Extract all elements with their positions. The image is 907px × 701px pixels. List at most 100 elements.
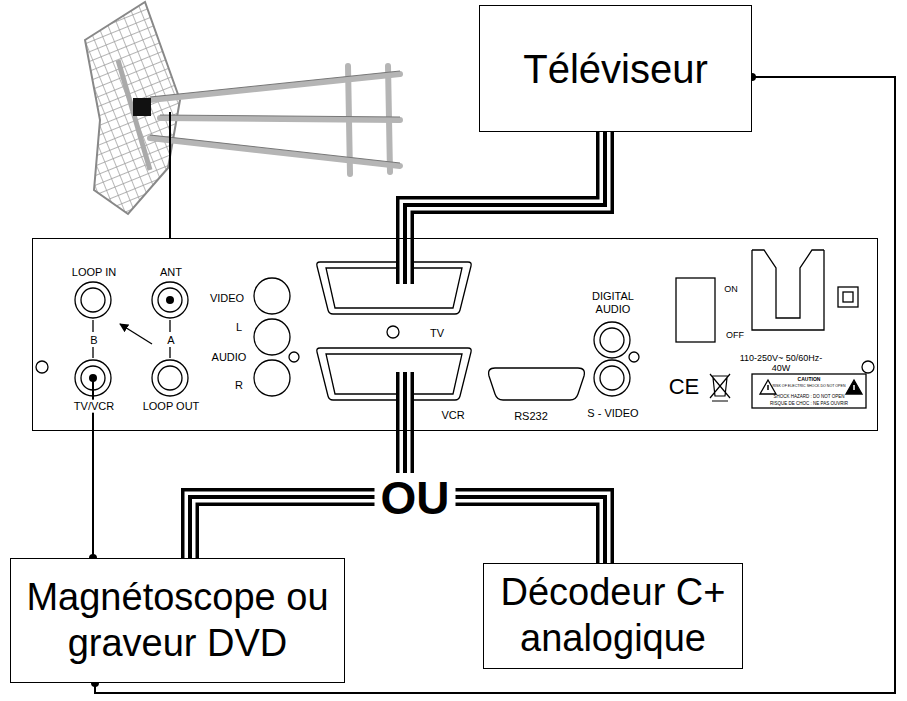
panel-label: ON <box>724 284 738 294</box>
box-text: Téléviseur <box>523 45 708 93</box>
cable-stroke <box>405 132 605 238</box>
panel-label: ANT <box>158 266 184 279</box>
receiver-back-panel-drawing <box>152 282 188 318</box>
receiver-back-panel-drawing <box>594 322 630 358</box>
panel-label: RISK OF ELECTRIC SHOCK DO NOT OPEN <box>772 384 845 388</box>
receiver-back-panel-drawing <box>767 385 769 390</box>
panel-cable-stubs <box>396 238 414 284</box>
receiver-back-panel-drawing <box>838 287 858 307</box>
antenna <box>150 66 400 174</box>
panel-cable-stubs <box>400 238 411 284</box>
receiver-back-panel-drawing <box>254 278 290 314</box>
receiver-back-panel-drawing <box>710 374 730 401</box>
receiver-back-panel-drawing <box>600 366 624 390</box>
panel-label: RISQUE DE CHOC : NE PAS OUVRIR <box>770 401 848 406</box>
scart-cable <box>405 132 605 238</box>
panel-label: B <box>90 334 97 347</box>
or-label: OU <box>375 473 456 523</box>
box-text: Magnétoscope ou graveur DVD <box>19 575 336 666</box>
cable-stroke <box>190 431 405 558</box>
recorder-box: Magnétoscope ou graveur DVD <box>10 558 345 683</box>
receiver-back-panel-drawing <box>629 352 639 362</box>
receiver-back-panel-drawing <box>846 380 862 394</box>
panel-cable-stubs <box>400 372 411 431</box>
antenna <box>85 2 180 214</box>
panel-label: CE <box>669 374 700 399</box>
receiver-back-panel-drawing <box>317 348 471 400</box>
receiver-back-panel-drawing <box>843 292 853 302</box>
panel-label: RS232 <box>514 410 548 423</box>
receiver-back-panel-drawing <box>600 328 624 352</box>
receiver-back-panel-drawing <box>254 319 290 355</box>
panel-cable-stubs <box>89 374 97 382</box>
panel-label: LOOP IN <box>72 266 116 279</box>
receiver-back-panel-drawing <box>92 347 93 358</box>
decoder-box: Décodeur C+ analogique <box>483 563 743 668</box>
receiver-back-panel-drawing <box>158 288 182 312</box>
receiver-back-panel-drawing <box>75 282 111 318</box>
panel-label: DIGITAL AUDIO <box>578 290 648 315</box>
receiver-back-panel-drawing <box>317 262 471 314</box>
receiver-back-panel-drawing <box>387 326 399 338</box>
antenna <box>160 118 400 120</box>
receiver-back-panel: LOOP IN ANT B A TV/VCR LOOP OUT VIDEO L AUDIO R TV… <box>32 238 878 431</box>
receiver-back-panel-drawing <box>36 361 48 373</box>
box-text: Décodeur C+ analogique <box>492 570 734 661</box>
panel-label: 110-250V~ 50/60Hz-40W <box>735 353 827 374</box>
receiver-back-panel-drawing <box>254 360 290 396</box>
panel-label: TV <box>430 327 444 340</box>
tv-box: Téléviseur <box>479 5 752 132</box>
panel-label: TV/VCR <box>72 400 116 413</box>
panel-label: VCR <box>441 409 464 422</box>
receiver-back-panel-drawing <box>853 385 855 390</box>
cable-stroke <box>190 431 405 558</box>
receiver-back-panel-drawing <box>594 360 630 396</box>
panel-label: VIDEO <box>210 292 244 305</box>
antenna <box>150 135 400 163</box>
receiver-back-panel-drawing <box>489 368 585 400</box>
panel-label: A <box>167 334 174 347</box>
antenna <box>150 71 400 97</box>
coax-cable <box>89 431 97 562</box>
panel-cable-stubs <box>403 372 407 431</box>
panel-cable-stubs <box>396 372 414 431</box>
panel-cable-stubs <box>403 238 407 284</box>
panel-label: CAUTION <box>798 377 821 383</box>
antenna <box>160 115 400 117</box>
panel-cable-stubs <box>166 296 174 304</box>
receiver-back-panel-drawing <box>326 354 462 394</box>
receiver-back-panel-drawing <box>752 250 824 330</box>
receiver-back-panel-drawing <box>862 361 874 373</box>
panel-label: LOOP OUT <box>143 400 200 413</box>
panel-cable-stubs <box>89 238 405 431</box>
antenna <box>133 98 151 116</box>
panel-label: S - VIDEO <box>587 407 638 420</box>
cable-stroke <box>405 132 605 238</box>
antenna <box>150 71 400 163</box>
panel-label: SHOCK HAZARD : DO NOT OPEN <box>774 394 845 399</box>
receiver-back-panel-drawing <box>752 374 866 408</box>
panel-label: R <box>235 379 243 392</box>
panel-label: OFF <box>726 330 744 340</box>
cable-stroke <box>92 431 94 558</box>
receiver-back-panel-drawing <box>169 320 170 332</box>
cable-stroke <box>190 431 405 558</box>
receiver-back-panel-drawing <box>158 366 182 390</box>
receiver-back-panel-drawing <box>92 320 93 332</box>
scart-cable <box>190 431 405 558</box>
receiver-back-panel-drawing <box>676 278 715 342</box>
receiver-back-panel-drawing <box>120 324 152 344</box>
panel-label: L <box>236 321 242 334</box>
cable-stroke <box>405 132 605 238</box>
panel-label: AUDIO <box>212 351 247 364</box>
receiver-back-panel-drawing <box>152 360 188 396</box>
antenna <box>118 60 150 170</box>
antenna <box>388 66 390 172</box>
receiver-back-panel-drawing <box>32 238 878 431</box>
receiver-back-panel-drawing <box>169 347 170 358</box>
antenna <box>150 74 400 100</box>
receiver-back-panel-drawing <box>32 238 878 431</box>
receiver-back-panel-drawing <box>289 352 299 362</box>
receiver-back-panel-drawing <box>326 268 462 308</box>
